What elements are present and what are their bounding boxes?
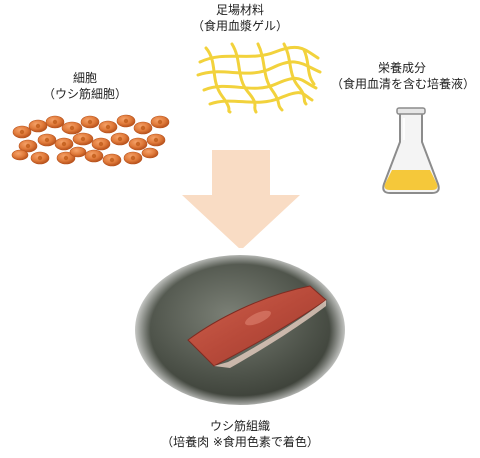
nutrient-title: 栄養成分 — [377, 61, 426, 75]
nutrient-subtitle: （食用血清を含む培養液） — [330, 77, 475, 91]
result-subtitle: （培養肉 ※食用色素で着色） — [161, 435, 319, 449]
scaffold-title: 足場材料 — [215, 3, 264, 17]
scaffold-subtitle: （食用血漿ゲル） — [191, 19, 288, 33]
cells-subtitle: （ウシ筋細胞） — [42, 87, 127, 101]
gel-fiber-mesh-icon — [196, 42, 322, 114]
down-arrow-icon — [182, 150, 300, 250]
cultured-meat-photo — [128, 248, 352, 412]
result-title: ウシ筋組織 — [209, 419, 270, 433]
cells-title: 細胞 — [72, 71, 97, 85]
cell-cluster-icon — [11, 114, 170, 167]
erlenmeyer-flask-icon — [382, 107, 440, 194]
